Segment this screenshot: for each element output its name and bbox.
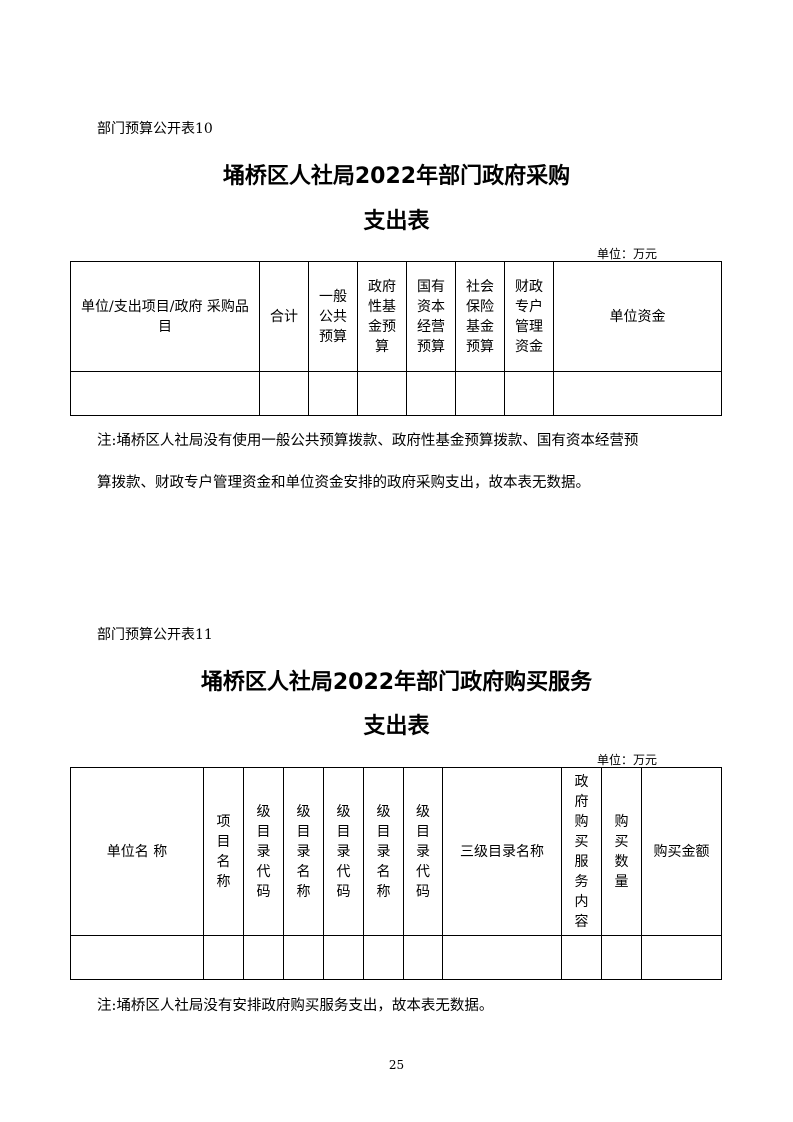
header-level1-code: 级目录代码 (243, 767, 284, 936)
header-quantity: 购买数量 (601, 767, 642, 936)
table-label-11: 部门预算公开表11 (97, 627, 213, 643)
note-purchase-services: 注:埇桥区人社局没有安排政府购买服务支出，故本表无数据。 (97, 998, 494, 1014)
header-level1-name: 级目录名称 (283, 767, 324, 936)
header-project-name: 项目名称 (203, 767, 244, 936)
unit-label-2: 单位：万元 (597, 753, 658, 767)
header-level3-name: 三级目录名称 (442, 767, 562, 936)
note-line-2: 算拨款、财政专户管理资金和单位资金安排的政府采购支出，故本表无数据。 (97, 475, 590, 491)
header-row: 单位名 称 项目名称 级目录代码 级目录名称 级目录代码 级目录名称 级目录代码… (70, 767, 722, 936)
header-unit-name: 单位名 称 (70, 767, 204, 936)
purchase-services-table: 单位名 称 项目名称 级目录代码 级目录名称 级目录代码 级目录名称 级目录代码… (70, 767, 722, 980)
title-procurement-line2: 支出表 (363, 209, 430, 234)
header-service-content: 政府购买服务内容 (561, 767, 602, 936)
procurement-table: 单位/支出项目/政府 采购品目 合计 一般公共预算 政府性基金预算 国有资本经营… (70, 261, 722, 416)
table-label-10: 部门预算公开表10 (97, 121, 213, 137)
page-number: 25 (388, 1058, 405, 1072)
header-level3-code: 级目录代码 (403, 767, 443, 936)
note-line-1: 注:埇桥区人社局没有使用一般公共预算拨款、政府性基金预算拨款、国有资本经营预 (97, 433, 639, 449)
note-procurement: 注:埇桥区人社局没有使用一般公共预算拨款、政府性基金预算拨款、国有资本经营预 算… (97, 420, 737, 504)
header-special-account: 财政专户管理资金 (504, 261, 554, 372)
header-state-capital: 国有资本经营预算 (406, 261, 456, 372)
title-purchase-services: 埇桥区人社局2022年部门政府购买服务 (200, 670, 593, 695)
header-level2-name: 级目录名称 (363, 767, 404, 936)
header-total: 合计 (259, 261, 309, 372)
table-row (70, 935, 722, 980)
title-purchase-services-line2: 支出表 (363, 714, 430, 739)
header-general-budget: 一般公共预算 (308, 261, 358, 372)
header-social-insurance: 社会保险基金预算 (455, 261, 505, 372)
header-unit-funds: 单位资金 (553, 261, 722, 372)
header-level2-code: 级目录代码 (323, 767, 364, 936)
table-row (70, 371, 722, 416)
header-amount: 购买金额 (641, 767, 722, 936)
unit-label: 单位：万元 (597, 247, 658, 261)
header-unit-item: 单位/支出项目/政府 采购品目 (70, 261, 260, 372)
header-fund-budget: 政府性基金预算 (357, 261, 407, 372)
title-procurement: 埇桥区人社局2022年部门政府采购 (222, 164, 571, 189)
header-row: 单位/支出项目/政府 采购品目 合计 一般公共预算 政府性基金预算 国有资本经营… (70, 261, 722, 372)
